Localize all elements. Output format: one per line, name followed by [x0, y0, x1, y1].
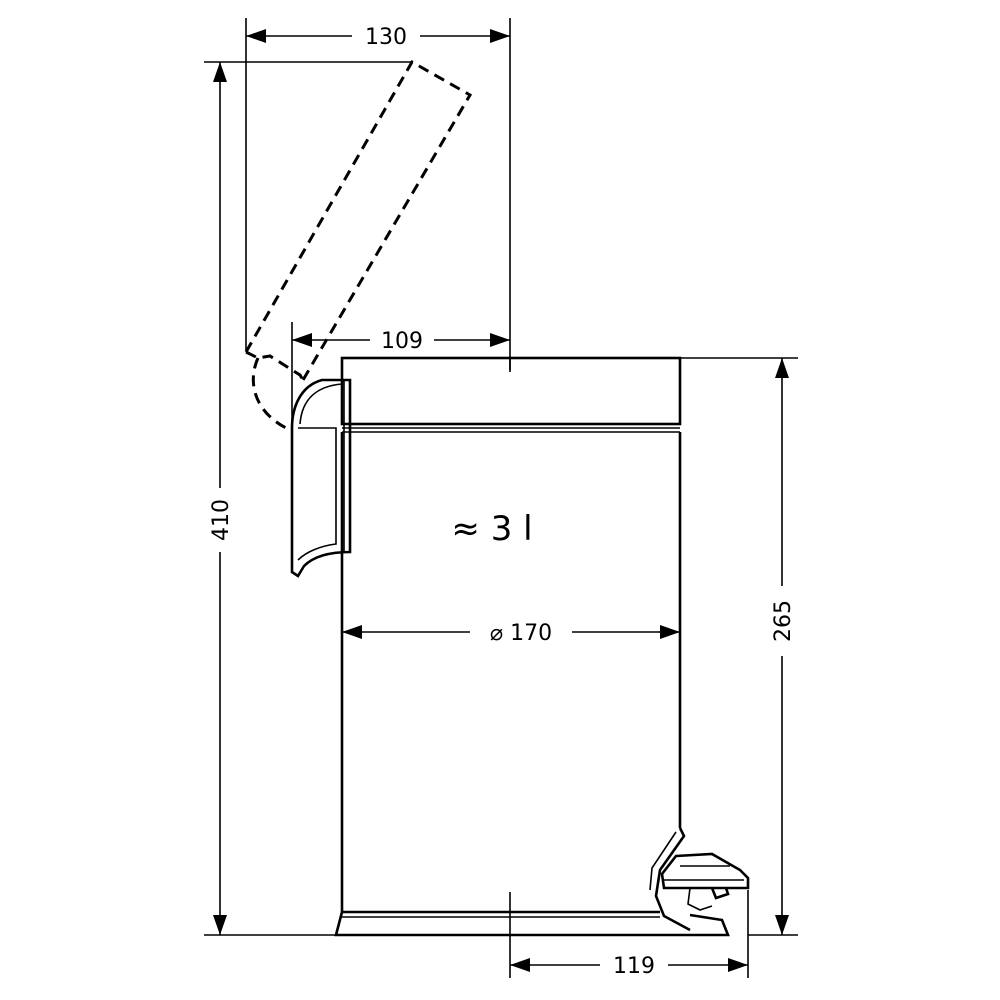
- dimension-410-label: 410: [209, 499, 234, 541]
- foot-pedal: [649, 827, 750, 932]
- capacity-label: ≈ 3 l: [451, 509, 532, 549]
- dimension-265-label: 265: [771, 600, 796, 642]
- dimension-109-label: 109: [381, 329, 423, 354]
- dimension-diameter-170: ⌀ 170: [342, 621, 680, 646]
- dimension-diameter-label: ⌀ 170: [490, 621, 552, 646]
- hinge: [290, 378, 352, 578]
- dimension-130-label: 130: [365, 25, 407, 50]
- dimension-265: 265: [680, 357, 798, 936]
- dimension-130: 130: [245, 18, 511, 370]
- dimension-119: 119: [509, 890, 749, 979]
- dimension-119-label: 119: [613, 954, 655, 979]
- open-lid-outline: [244, 59, 473, 432]
- bin-body: [334, 356, 730, 937]
- dimension-109: 109: [291, 322, 510, 430]
- dimension-410: 410: [204, 61, 412, 936]
